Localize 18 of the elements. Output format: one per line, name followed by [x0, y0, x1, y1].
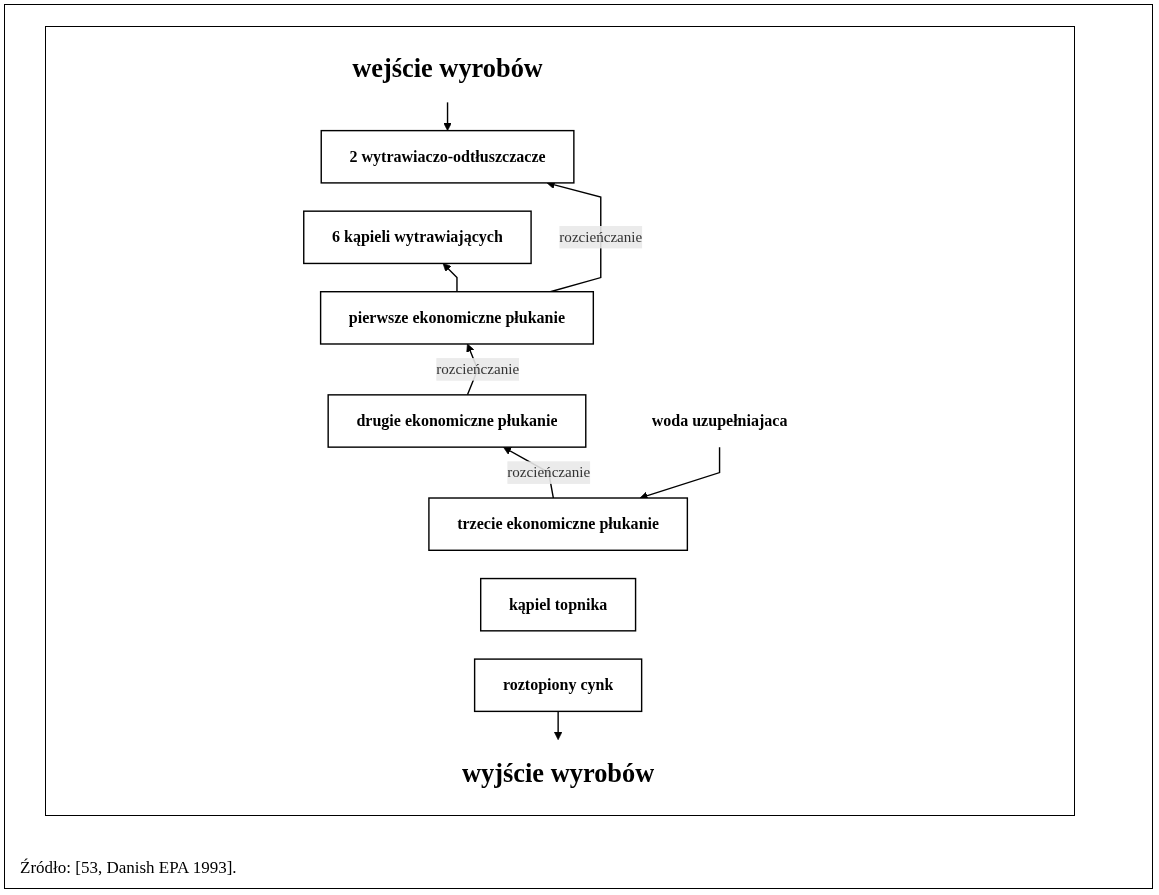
node-text: wyjście wyrobów — [462, 758, 655, 788]
arrow — [554, 710, 563, 740]
node-text: wejście wyrobów — [352, 53, 544, 83]
source-caption: Źródło: [53, Danish EPA 1993]. — [20, 858, 237, 878]
node-box: pierwsze ekonomiczne płukanie — [320, 291, 595, 345]
node-box: roztopiony cynk — [474, 658, 643, 713]
node-box: 6 kąpieli wytrawiających — [303, 210, 533, 265]
arrow — [443, 263, 458, 293]
node-box: trzecie ekonomiczne płukanie — [428, 497, 689, 551]
edge-label: rozcieńczanie — [436, 360, 520, 377]
edge-label: rozcieńczanie — [559, 228, 643, 245]
node-text: woda uzupełniajaca — [652, 411, 788, 430]
node-box: 2 wytrawiaczo-odtłuszczacze — [320, 129, 575, 184]
edge-label: rozcieńczanie — [507, 464, 591, 481]
arrow — [639, 446, 721, 500]
node-box: kąpiel topnika — [480, 577, 637, 632]
node-box: drugie ekonomiczne płukanie — [327, 394, 587, 448]
arrow — [443, 101, 452, 131]
